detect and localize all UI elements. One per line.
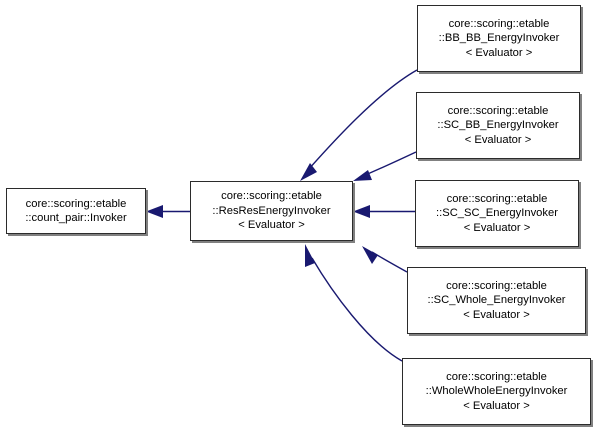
node-text-line: core::scoring::etable xyxy=(447,104,549,117)
node-text-line: < Evaluator > xyxy=(463,308,530,321)
node-text-line: ::SC_SC_EnergyInvoker xyxy=(436,207,558,220)
node-resres-energy-invoker[interactable]: core::scoring::etable ::ResResEnergyInvo… xyxy=(190,181,353,241)
edge-scbb-to-resres xyxy=(353,151,417,181)
node-text-line: < Evaluator > xyxy=(463,399,530,412)
node-text-line: core::scoring::etable xyxy=(221,190,322,203)
node-whole-whole-energy-invoker[interactable]: core::scoring::etable ::WholeWholeEnergy… xyxy=(402,358,591,425)
edge-resres-to-countpair xyxy=(146,205,190,218)
node-text-line: ::count_pair::Invoker xyxy=(25,212,127,224)
node-text-line: < Evaluator > xyxy=(463,221,531,234)
node-text-line: core::scoring::etable xyxy=(25,197,127,210)
node-count-pair-invoker[interactable]: core::scoring::etable ::count_pair::Invo… xyxy=(6,188,146,234)
node-sc-whole-energy-invoker[interactable]: core::scoring::etable ::SC_Whole_EnergyI… xyxy=(407,267,586,334)
node-text-line: ::BB_BB_EnergyInvoker xyxy=(438,32,560,45)
edge-scsc-to-resres xyxy=(353,205,415,218)
node-sc-sc-energy-invoker[interactable]: core::scoring::etable ::SC_SC_EnergyInvo… xyxy=(415,180,579,247)
edge-scwhole-to-resres xyxy=(362,246,408,273)
node-text-line: ::ResResEnergyInvoker xyxy=(212,204,331,217)
node-text-line: ::SC_BB_EnergyInvoker xyxy=(437,119,559,132)
edge-bbbb-to-resres xyxy=(300,69,418,181)
node-text-line: ::SC_Whole_EnergyInvoker xyxy=(427,294,566,307)
node-text-line: < Evaluator > xyxy=(465,46,533,59)
edge-wholewhole-to-resres xyxy=(305,244,403,362)
node-sc-bb-energy-invoker[interactable]: core::scoring::etable ::SC_BB_EnergyInvo… xyxy=(416,92,580,159)
node-bb-bb-energy-invoker[interactable]: core::scoring::etable ::BB_BB_EnergyInvo… xyxy=(417,5,581,72)
node-text-line: core::scoring::etable xyxy=(446,192,548,205)
node-text-line: < Evaluator > xyxy=(464,133,532,146)
node-text-line: ::WholeWholeEnergyInvoker xyxy=(425,385,568,398)
node-text-line: core::scoring::etable xyxy=(446,279,547,292)
node-text-line: < Evaluator > xyxy=(238,219,305,232)
node-text-line: core::scoring::etable xyxy=(446,370,547,383)
node-text-line: core::scoring::etable xyxy=(448,17,550,30)
